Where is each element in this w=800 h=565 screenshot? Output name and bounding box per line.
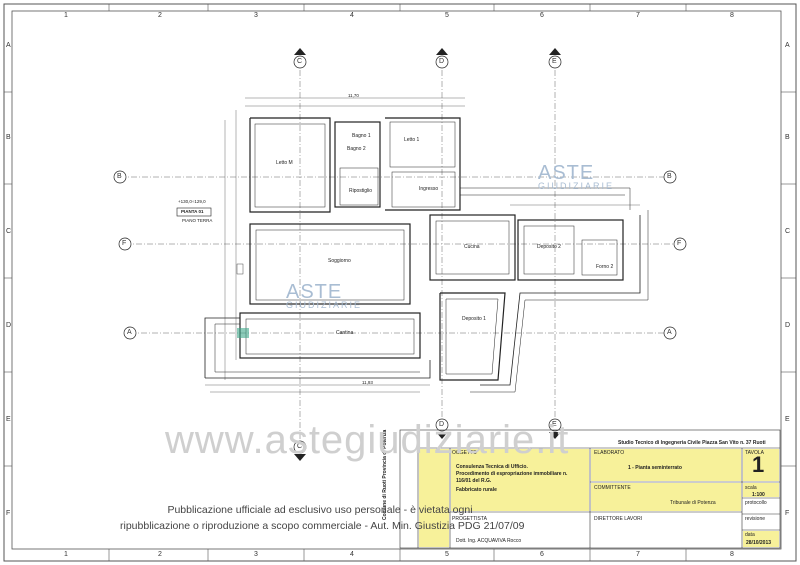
tavola-value: 1 — [752, 452, 765, 477]
section-marker-a-left: A — [127, 329, 132, 336]
row-label: F — [6, 510, 11, 517]
row-label: E — [6, 416, 11, 423]
room-label-bagno-1: Bagno 1 — [352, 133, 371, 139]
oggetto-line-2: Procedimento di espropriazione immobilia… — [456, 471, 568, 477]
scala-label: scala — [745, 485, 757, 491]
col-label: 6 — [540, 12, 544, 19]
row-label: B — [785, 134, 790, 141]
notice-line-1: Pubblicazione ufficiale ad esclusivo uso… — [167, 504, 473, 516]
elaborato-label: ELABORATO — [594, 450, 625, 456]
section-marker-b-right: B — [667, 173, 672, 180]
section-marker-e-bottom: E — [552, 421, 557, 428]
row-label: E — [785, 416, 790, 423]
row-label: F — [785, 510, 790, 517]
section-marker-b-left: B — [117, 173, 122, 180]
site-watermark: www.astegiudiziarie.it — [165, 418, 570, 462]
elaborato-value: 1 - Pianta seminterrato — [628, 465, 682, 471]
col-label: 3 — [254, 12, 258, 19]
protocollo-label: protocollo — [745, 500, 767, 506]
col-label: 6 — [540, 551, 544, 558]
col-label: 5 — [445, 551, 449, 558]
plan-elevation: +130,0÷129,0 — [178, 199, 206, 204]
aste-watermark-bottom: GIUDIZIARIE — [286, 300, 363, 310]
tavola-label: TAVOLA — [745, 450, 764, 456]
row-label: D — [6, 322, 12, 329]
dimension-bottom-total: 11,93 — [362, 380, 373, 385]
row-label: D — [785, 322, 791, 329]
col-label: 8 — [730, 12, 734, 19]
col-label: 4 — [350, 12, 354, 19]
room-label-forno: Forno 2 — [596, 264, 614, 270]
publication-notice: Pubblicazione ufficiale ad esclusivo uso… — [120, 502, 524, 534]
col-label: 1 — [64, 551, 68, 558]
data-label: data — [745, 532, 755, 538]
progettista-label: PROGETTISTA — [452, 516, 487, 522]
studio-name: Studio Tecnico di Ingegneria Civile Piaz… — [618, 440, 766, 446]
scala-value: 1:100 — [752, 492, 765, 498]
room-label-deposito-2: Deposito 2 — [537, 244, 561, 250]
room-label-soggiorno: Soggiorno — [328, 258, 351, 264]
col-label: 2 — [158, 551, 162, 558]
section-marker-d-top: D — [439, 58, 445, 65]
direttore-label: DIRETTORE LAVORI — [594, 516, 643, 522]
room-label-letto-m: Letto M — [276, 160, 293, 166]
col-label: 5 — [445, 12, 449, 19]
room-label-ingresso: Ingresso — [419, 186, 439, 192]
room-label-cantina: Cantina — [336, 330, 354, 336]
aste-watermark-2: ASTE GIUDIZIARIE — [286, 281, 362, 310]
room-label-ripostiglio: Ripostiglio — [349, 188, 373, 194]
row-label: B — [6, 134, 11, 141]
committente-value: Tribunale di Potenza — [670, 500, 716, 506]
section-marker-e-top: E — [552, 58, 557, 65]
section-marker-c-top: C — [297, 58, 303, 65]
plan-sub: PIANO TERRA — [182, 218, 213, 223]
oggetto-line-3: 116/01 del R.G. — [456, 478, 492, 484]
col-label: 7 — [636, 12, 640, 19]
row-label: C — [785, 228, 791, 235]
section-marker-f-right: F — [677, 240, 682, 247]
aste-watermark: ASTE GIUDIZIARIE — [538, 162, 614, 191]
col-label: 2 — [158, 12, 162, 19]
room-label-bagno-2: Bagno 2 — [347, 146, 366, 152]
col-label: 3 — [254, 551, 258, 558]
row-label: C — [6, 228, 12, 235]
section-marker-a-right: A — [667, 329, 672, 336]
room-label-letto-1: Letto 1 — [404, 137, 420, 143]
oggetto-line-4: Fabbricato rurale — [456, 487, 497, 493]
data-value: 28/10/2013 — [746, 540, 772, 546]
notice-line-2: ripubblicazione o riproduzione a scopo c… — [120, 520, 525, 532]
room-label-cucina: Cucina — [464, 244, 480, 250]
col-label: 1 — [64, 12, 68, 19]
col-label: 8 — [730, 551, 734, 558]
oggetto-label: OGGETTO — [452, 450, 477, 456]
aste-watermark-bottom: GIUDIZIARIE — [538, 181, 615, 191]
title-block: Studio Tecnico di Ingegneria Civile Piaz… — [382, 430, 780, 550]
section-marker-c-bottom: C — [297, 443, 303, 450]
progettista-value: Dott. Ing. ACQUAVIVA Rocco — [456, 538, 522, 544]
row-label: A — [785, 42, 790, 49]
row-label: A — [6, 42, 11, 49]
aste-watermark-top: ASTE — [538, 162, 595, 184]
section-marker-f-left: F — [122, 240, 127, 247]
aste-watermark-top: ASTE — [286, 281, 343, 303]
room-label-deposito-1: Deposito 1 — [462, 316, 486, 322]
dimension-top-total: 11,70 — [348, 93, 359, 98]
section-marker-d-bottom: D — [439, 421, 445, 428]
committente-label: COMMITTENTE — [594, 485, 631, 491]
oggetto-line-1: Consulenza Tecnica di Ufficio. — [456, 464, 528, 470]
col-label: 4 — [350, 551, 354, 558]
plan-name: PIANTA 01 — [181, 209, 204, 214]
col-label: 7 — [636, 551, 640, 558]
revisione-label: revisione — [745, 516, 766, 522]
